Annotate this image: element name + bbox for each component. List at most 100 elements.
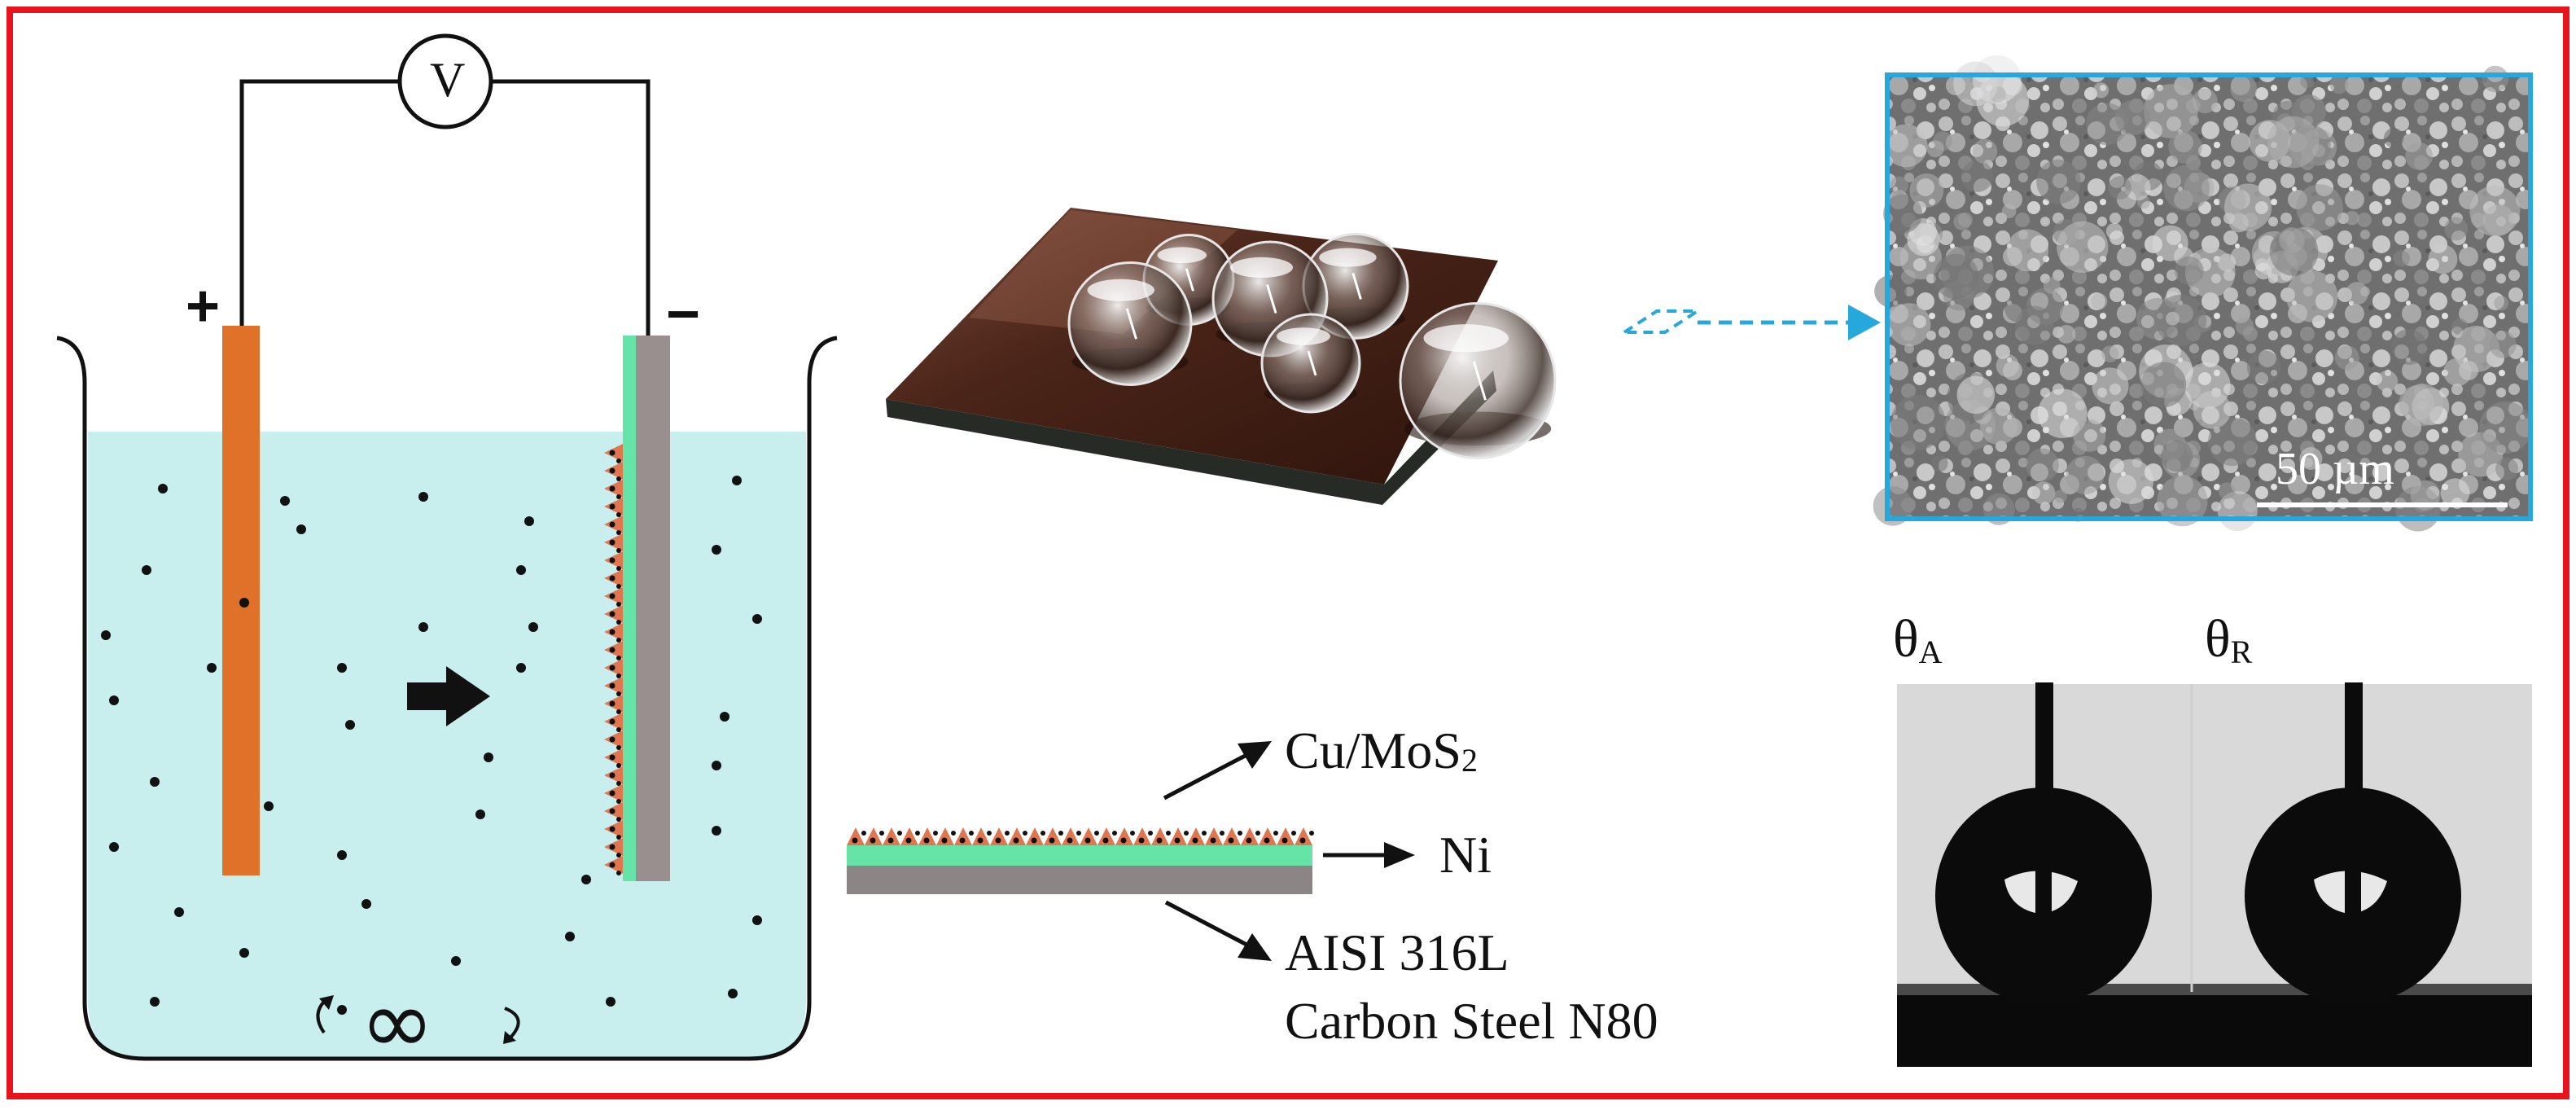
sem-agglomerate	[2073, 419, 2106, 452]
deposit-particle	[609, 521, 616, 528]
deposit-particle	[616, 799, 621, 804]
deposit-particle	[616, 817, 621, 822]
sem-agglomerate	[2345, 211, 2359, 226]
deposit-particle	[616, 727, 621, 732]
particle	[565, 932, 575, 941]
sem-agglomerate	[2031, 481, 2056, 505]
needle-left	[2035, 682, 2053, 796]
sem-agglomerate	[2469, 186, 2521, 236]
rotation-arrow-right	[504, 1007, 520, 1040]
deposit-particle	[609, 557, 616, 564]
deposit-particle	[1094, 831, 1099, 836]
deposit-particle	[616, 781, 621, 786]
deposit-particle	[1112, 831, 1117, 836]
deposit-particle	[1299, 837, 1306, 844]
deposit-particle	[1013, 837, 1019, 844]
receding-angle-subscript: R	[2230, 634, 2253, 670]
sem-agglomerate	[2383, 128, 2404, 148]
sem-agglomerate	[2246, 350, 2281, 384]
sem-agglomerate	[2036, 159, 2081, 204]
droplet-highlight	[1087, 279, 1154, 301]
deposit-particle	[616, 691, 621, 696]
particles	[101, 476, 762, 1015]
sem-agglomerate	[2393, 250, 2410, 267]
particle	[109, 842, 119, 852]
deposit-particle	[915, 831, 920, 836]
particle	[752, 614, 762, 624]
deposit-particle	[609, 790, 616, 796]
sem-agglomerate	[2329, 75, 2349, 94]
particle	[732, 476, 742, 485]
receding-angle-label: θR	[2205, 612, 2252, 669]
deposit-particle	[852, 837, 858, 844]
sem-agglomerate	[2108, 458, 2153, 504]
deposit-particle	[609, 700, 616, 707]
deposit-particle	[1138, 837, 1145, 844]
sem-agglomerate	[2401, 384, 2444, 427]
deposit-particle	[609, 593, 616, 599]
stirrer-symbol: ∞	[360, 970, 435, 1074]
particle	[207, 663, 217, 673]
sem-agglomerate	[2444, 217, 2469, 241]
deposit-particle	[1156, 837, 1163, 844]
deposit-particle	[616, 584, 621, 589]
particle	[484, 752, 493, 762]
deposit-particle	[616, 673, 621, 678]
deposit-particle	[1174, 837, 1181, 844]
sem-agglomerate	[1972, 138, 1998, 165]
deposit-particle	[1005, 831, 1010, 836]
sem-agglomerate	[1883, 194, 1923, 234]
particle	[451, 956, 461, 966]
sem-agglomerate	[2152, 225, 2188, 261]
deposit-particle	[1102, 837, 1109, 844]
deposit-particle	[1264, 837, 1270, 844]
sem-agglomerate	[1953, 61, 1999, 107]
deposit-particle	[609, 467, 616, 474]
sem-agglomerate	[2043, 277, 2061, 294]
sem-agglomerate	[2482, 65, 2509, 93]
sem-agglomerate	[1960, 160, 1994, 192]
needle-right-inner	[2345, 827, 2361, 949]
cathode-nickel-layer	[623, 336, 636, 881]
deposit-particle	[1084, 837, 1091, 844]
particle	[516, 565, 526, 575]
sem-agglomerate	[2161, 440, 2193, 472]
particle	[606, 997, 616, 1007]
sem-agglomerate	[2166, 311, 2180, 326]
particle	[712, 545, 721, 555]
deposit-particle	[941, 837, 948, 844]
particle	[528, 622, 538, 632]
pointer-head-cu-mos2	[1238, 741, 1272, 769]
sem-agglomerate	[1934, 253, 1979, 300]
sem-agglomerate	[2001, 204, 2017, 219]
sem-agglomerate	[2495, 457, 2519, 480]
deposit-particle	[609, 754, 616, 761]
deposit-particle	[616, 871, 621, 875]
deposit-particle	[969, 831, 974, 836]
particle	[475, 809, 485, 819]
layer-substrate	[847, 866, 1312, 894]
deposit-particle	[616, 835, 621, 840]
sem-agglomerate	[2193, 391, 2232, 429]
droplet-glint	[1125, 308, 1137, 340]
deposit-particle	[609, 575, 616, 581]
deposit-particle	[879, 831, 884, 836]
deposit-particle	[1130, 831, 1135, 836]
deposit-particle	[987, 831, 992, 836]
sem-agglomerate	[2218, 482, 2236, 499]
sem-pointer-head	[1848, 305, 1881, 340]
sem-agglomerate	[2235, 317, 2254, 336]
sem-agglomerate	[2376, 371, 2399, 393]
sem-agglomerate	[1890, 176, 1908, 195]
sem-agglomerate	[1884, 124, 1928, 168]
droplet-glint	[1307, 350, 1317, 376]
particle	[712, 761, 721, 770]
particle	[581, 875, 591, 884]
deposit-particle	[616, 620, 621, 625]
sem-agglomerate	[2163, 165, 2210, 212]
droplet-highlight	[1319, 248, 1377, 267]
sem-agglomerate	[2053, 489, 2067, 503]
sem-region-marker	[1619, 309, 1703, 334]
pointer-head-ni	[1384, 842, 1415, 868]
